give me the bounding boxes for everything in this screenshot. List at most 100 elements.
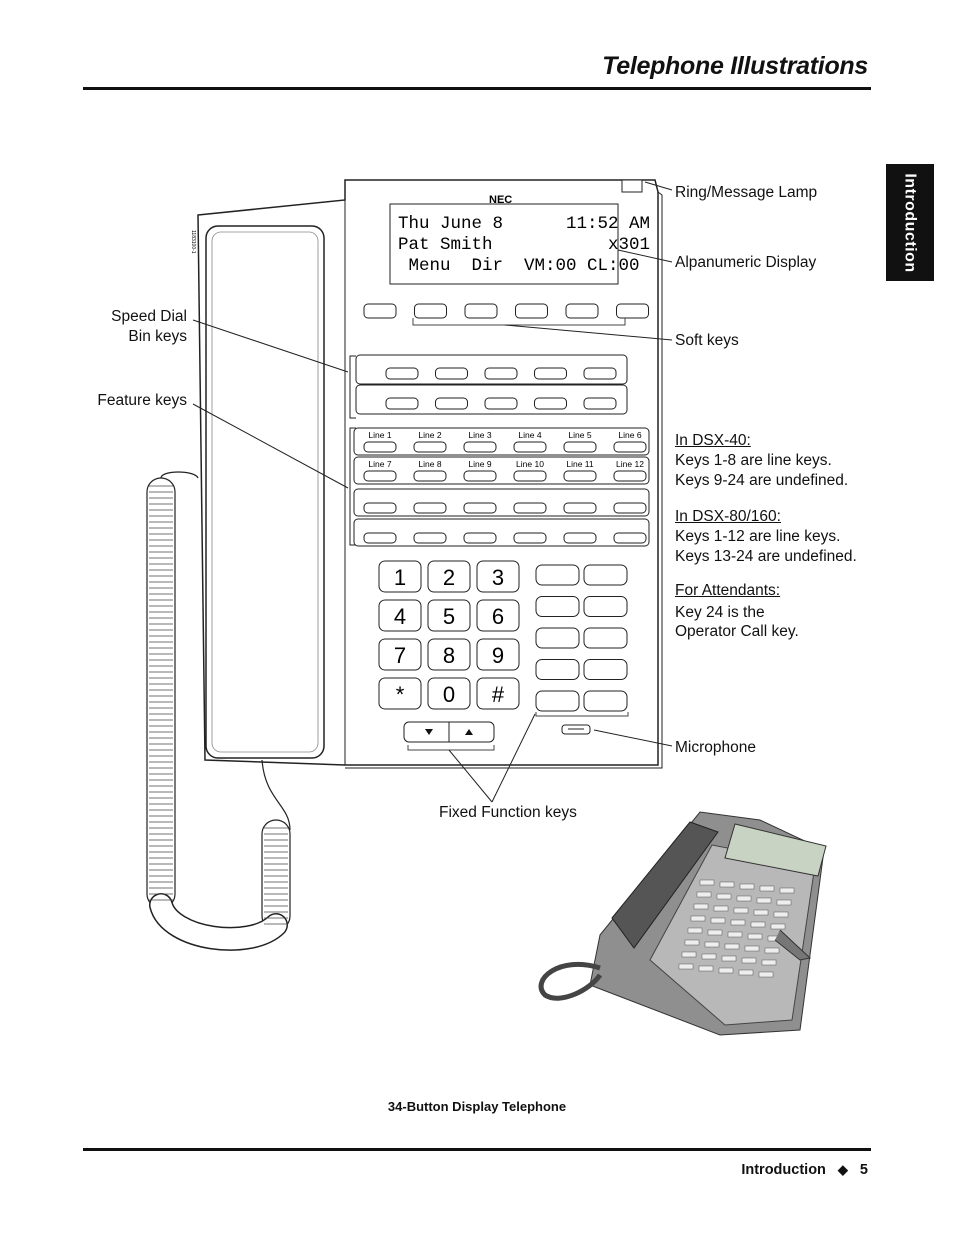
- display-line-2: Pat Smith x301: [398, 235, 650, 255]
- callout-lines: [192, 181, 673, 803]
- soft-key: [414, 303, 447, 319]
- dialpad-key: [378, 638, 422, 671]
- feature-key: [613, 470, 647, 482]
- speed-dial-bin-key: [435, 367, 468, 380]
- feature-key: [363, 470, 397, 482]
- soft-key: [363, 303, 397, 319]
- feature-key: [463, 502, 497, 514]
- line-key-label: Line 8: [418, 459, 441, 469]
- alphanumeric-display: [389, 203, 619, 285]
- feature-key: [613, 441, 647, 453]
- callout-bin-keys: Bin keys: [128, 328, 187, 345]
- ring-lamp: [621, 179, 643, 193]
- callout-speed-dial: Speed Dial: [111, 308, 187, 325]
- feature-key: [463, 441, 497, 453]
- feature-key: [613, 502, 647, 514]
- feature-key-panel: [353, 456, 650, 485]
- callout-display: Alpanumeric Display: [675, 254, 817, 271]
- footer-rule: [83, 1148, 871, 1151]
- dialpad-key: [378, 677, 422, 710]
- feature-key: [563, 532, 597, 544]
- dialpad-digit: 1: [394, 565, 406, 590]
- note-dsx80-line2: Keys 13-24 are undefined.: [675, 548, 857, 565]
- dialpad-key: [427, 638, 471, 671]
- handset: [205, 225, 325, 759]
- fixed-keys-right: [535, 564, 628, 712]
- dialpad-digit: *: [396, 682, 405, 707]
- note-attendants-heading: For Attendants:: [675, 582, 781, 599]
- feature-key: [363, 532, 397, 544]
- dialpad-digit: 2: [443, 565, 455, 590]
- dialpad-digit: 8: [443, 643, 455, 668]
- note-dsx40-line2: Keys 9-24 are undefined.: [675, 472, 849, 489]
- line-key-label: Line 12: [616, 459, 644, 469]
- line-key-label: Line 4: [518, 430, 541, 440]
- function-key: [583, 596, 628, 617]
- function-key: [583, 627, 628, 649]
- dialpad-key: [427, 677, 471, 710]
- note-attendants-line2: Operator Call key.: [675, 623, 799, 640]
- page-title: Telephone Illustrations: [602, 52, 868, 80]
- line-key-label: Line 11: [566, 459, 594, 469]
- soft-key: [464, 303, 498, 319]
- line-key-label: Line 7: [368, 459, 391, 469]
- callout-fixed-function: Fixed Function keys: [439, 804, 577, 821]
- function-key: [535, 596, 580, 617]
- section-tab: Introduction: [886, 164, 934, 281]
- function-key: [535, 690, 580, 712]
- dialpad-key: [476, 638, 520, 671]
- soft-key: [515, 303, 548, 319]
- soft-keys: [363, 303, 649, 319]
- display-line-1: Thu June 8 11:52 AM: [398, 214, 650, 234]
- feature-key: [363, 502, 397, 514]
- line-key-label: Line 9: [468, 459, 491, 469]
- function-key: [583, 690, 628, 712]
- footer-section: Introduction: [741, 1162, 826, 1178]
- page-number: 5: [859, 1162, 868, 1178]
- speed-dial-bin-key: [534, 367, 567, 380]
- dialpad-digit: 7: [394, 643, 406, 668]
- feature-key: [513, 470, 547, 482]
- feature-key: [563, 470, 597, 482]
- feature-key: [513, 441, 547, 453]
- speed-dial-bin-key: [484, 367, 518, 380]
- callout-ring-lamp: Ring/Message Lamp: [675, 184, 818, 201]
- dialpad-digit: 0: [443, 682, 455, 707]
- dialpad-key: [427, 560, 471, 593]
- note-dsx40-heading: In DSX-40:: [675, 432, 751, 449]
- line-key-label: Line 10: [516, 459, 544, 469]
- dialpad-digit: 4: [394, 604, 406, 629]
- function-key: [535, 627, 580, 649]
- telephone-photo: [538, 811, 827, 1036]
- feature-key-panel: [353, 488, 650, 517]
- figure-caption: 34-Button Display Telephone: [387, 1099, 567, 1114]
- coiled-cord: [146, 471, 291, 951]
- line-key-label: Line 2: [418, 430, 441, 440]
- line-key-label: Line 5: [568, 430, 591, 440]
- soft-key: [565, 303, 599, 319]
- dialpad-digit: 6: [492, 604, 504, 629]
- note-attendants-line1: Key 24 is the: [675, 604, 765, 621]
- function-key: [535, 564, 580, 586]
- feature-key-panel: [353, 518, 650, 547]
- callout-soft-keys: Soft keys: [675, 332, 739, 349]
- dialpad-key: [476, 677, 520, 710]
- callout-microphone: Microphone: [675, 739, 756, 756]
- note-dsx80-heading: In DSX-80/160:: [675, 508, 781, 525]
- feature-key: [413, 502, 447, 514]
- header-rule: [83, 87, 871, 90]
- dialpad-digit: 9: [492, 643, 504, 668]
- speed-dial-bin-key: [435, 397, 468, 410]
- brand-logo: NEC: [489, 194, 512, 206]
- dialpad-digit: 3: [492, 565, 504, 590]
- feature-key: [413, 441, 447, 453]
- down-arrow-icon: [425, 729, 433, 735]
- speed-dial-bin-keys: [355, 354, 628, 415]
- dialpad-digit: #: [492, 682, 505, 707]
- feature-key-panel: [353, 427, 650, 456]
- diamond-icon: ◆: [837, 1162, 848, 1177]
- callout-feature-keys: Feature keys: [97, 392, 187, 409]
